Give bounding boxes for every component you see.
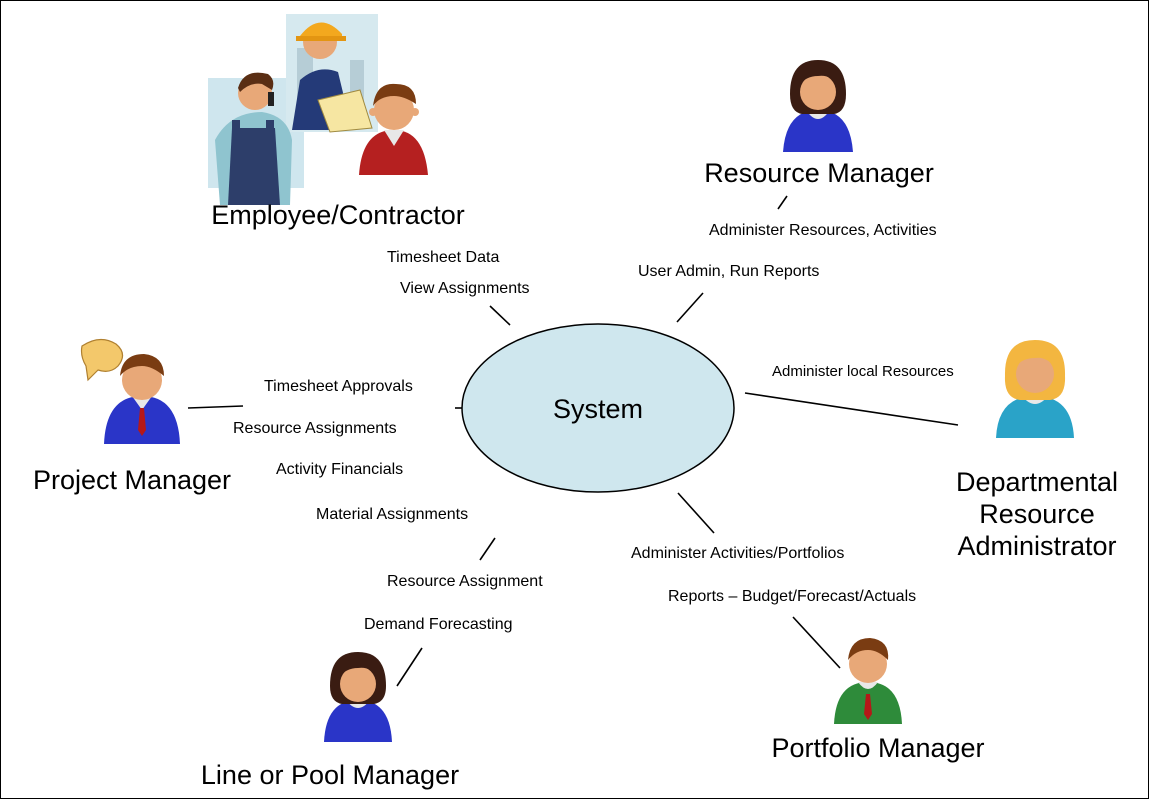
- flow-demand-forecasting: Demand Forecasting: [364, 616, 513, 633]
- departmental-resource-administrator-label: Departmental Resource Administrator: [956, 466, 1118, 562]
- flow-material-assignments: Material Assignments: [316, 506, 469, 523]
- connector-portfolio-upper: [677, 492, 715, 534]
- connector-departmental: [744, 392, 959, 426]
- male-user-speech-icon: [80, 338, 180, 444]
- connector-line-pool-upper: [479, 537, 496, 561]
- departmental-label-line-3: Administrator: [957, 531, 1117, 561]
- flow-view-assignments: View Assignments: [400, 280, 530, 297]
- flow-user-admin-run-reports: User Admin, Run Reports: [638, 263, 820, 280]
- flow-administer-local-resources: Administer local Resources: [772, 363, 954, 380]
- flow-reports-budget-forecast-actuals: Reports – Budget/Forecast/Actuals: [668, 588, 917, 605]
- employee-contractor-label: Employee/Contractor: [211, 200, 465, 230]
- connector-resource-manager: [676, 292, 704, 323]
- female-user-icon-line-pool: [324, 652, 392, 742]
- line-pool-manager-label: Line or Pool Manager: [200, 760, 460, 790]
- flow-activity-financials: Activity Financials: [276, 461, 404, 478]
- flow-timesheet-data: Timesheet Data: [387, 249, 500, 266]
- portfolio-manager-label: Portfolio Manager: [771, 733, 985, 763]
- connector-line-pool-lower: [396, 647, 423, 687]
- female-user-icon-resource-manager: [783, 60, 853, 152]
- flow-resource-assignments: Resource Assignments: [233, 420, 397, 437]
- connector-project-manager: [187, 405, 244, 409]
- system-node: [461, 323, 735, 493]
- connector-resource-manager-upper: [777, 195, 788, 210]
- connector-employee: [489, 305, 511, 326]
- flow-resource-assignment: Resource Assignment: [387, 573, 543, 590]
- system-label: System: [552, 394, 644, 424]
- departmental-label-line-1: Departmental: [955, 467, 1119, 497]
- flow-administer-resources-activities: Administer Resources, Activities: [709, 222, 937, 239]
- connector-portfolio-lower: [792, 616, 841, 669]
- flow-timesheet-approvals: Timesheet Approvals: [264, 378, 413, 395]
- female-user-icon-departmental: [996, 340, 1074, 438]
- resource-manager-label: Resource Manager: [704, 158, 934, 188]
- project-manager-label: Project Manager: [32, 465, 232, 495]
- departmental-label-line-2: Resource: [979, 499, 1095, 529]
- male-user-icon-portfolio: [834, 638, 902, 724]
- flow-administer-activities-portfolios: Administer Activities/Portfolios: [631, 545, 845, 562]
- workers-icon: [208, 14, 428, 205]
